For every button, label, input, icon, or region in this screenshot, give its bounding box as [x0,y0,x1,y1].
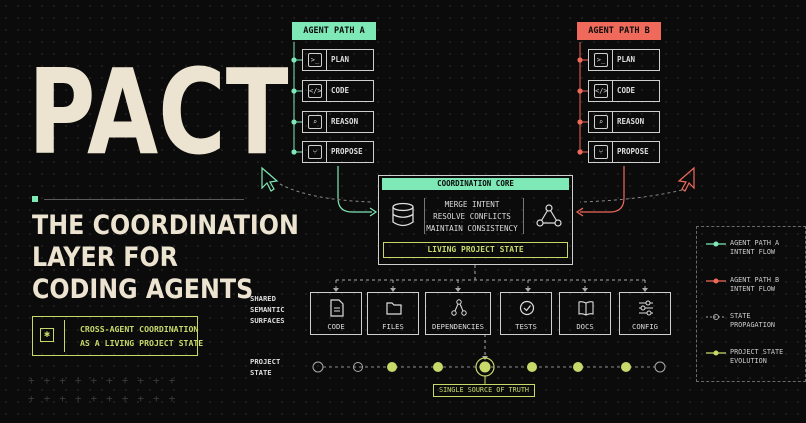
surfaces-label-line-2: SEMANTIC [250,305,285,314]
decorative-plus-grid: ++++++++++++++++++++ [28,374,185,405]
legend-a-line-1: AGENT PATH A [730,239,780,247]
step-label: PROPOSE [331,147,363,156]
agent-a-step-reason[interactable]: ⌕ REASON [302,111,374,133]
legend-s-line-2: PROPAGATION [730,321,776,329]
agent-b-step-reason[interactable]: ⌕ REASON [588,111,660,133]
surfaces-label-line-3: SURFACES [250,316,285,325]
code-icon: </> [594,84,608,98]
step-label: PLAN [331,55,350,64]
surfaces-label-line-1: SHARED [250,294,276,303]
surface-dependencies[interactable]: DEPENDENCIES [425,292,491,335]
terminal-icon: >_ [308,53,322,67]
legend-item-agent-b: AGENT PATH B INTENT FLOW [730,276,779,294]
tagline-divider [64,320,65,352]
timeline-label-line-1: PROJECT [250,357,281,366]
legend-item-evolution: PROJECT STATE EVOLUTION [730,348,783,366]
page-title: PACT [28,43,289,181]
legend-e-line-1: PROJECT STATE [730,348,784,356]
step-label: REASON [617,117,645,126]
legend-b-line-1: AGENT PATH B [730,276,780,284]
database-icon [392,202,414,227]
surface-label: CODE [327,322,345,331]
surface-files[interactable]: FILES [367,292,419,335]
surface-docs[interactable]: DOCS [559,292,611,335]
surface-label: FILES [382,322,404,331]
legend-item-agent-a: AGENT PATH A INTENT FLOW [730,239,779,257]
agent-b-title: AGENT PATH B [577,22,661,40]
network-icon [536,204,562,227]
core-line-1: MERGE INTENT [444,200,500,209]
branch-icon: ⑂ [308,145,322,159]
coordination-core [378,175,573,265]
surface-code[interactable]: CODE [310,292,362,335]
agent-b-step-plan[interactable]: >_ PLAN [588,49,660,71]
agent-a-step-code[interactable]: </> CODE [302,80,374,102]
code-icon: </> [308,84,322,98]
core-line-2: RESOLVE CONFLICTS [433,212,511,221]
title-marker [32,196,38,202]
surfaces-label: SHARED SEMANTIC SURFACES [250,293,285,326]
agent-b-step-code[interactable]: </> CODE [588,80,660,102]
agent-a-step-plan[interactable]: >_ PLAN [302,49,374,71]
tagline-line-1: CROSS-AGENT COORDINATION [80,324,199,334]
sparkle-icon: ✱ [40,328,54,342]
legend-a-line-2: INTENT FLOW [730,248,776,256]
branch-icon: ⑂ [594,145,608,159]
living-project-state: LIVING PROJECT STATE [383,242,568,258]
page-subtitle: THE COORDINATION LAYER FOR CODING AGENTS [32,210,299,305]
agent-b-step-propose[interactable]: ⑂ PROPOSE [588,141,660,163]
step-label: REASON [331,117,359,126]
agent-a-title: AGENT PATH A [292,22,376,40]
tagline-line-2: AS A LIVING PROJECT STATE [80,338,204,348]
step-label: PROPOSE [617,147,649,156]
agent-a-step-propose[interactable]: ⑂ PROPOSE [302,141,374,163]
single-source-of-truth: SINGLE SOURCE OF TRUTH [433,384,535,397]
legend-e-line-2: EVOLUTION [730,357,767,365]
surface-tests[interactable]: TESTS [500,292,552,335]
tagline-text: CROSS-AGENT COORDINATION AS A LIVING PRO… [80,322,203,350]
core-functions: MERGE INTENT RESOLVE CONFLICTS MAINTAIN … [422,199,522,235]
core-title: COORDINATION CORE [382,178,569,190]
cursor-b-icon [677,166,695,192]
search-icon: ⌕ [308,115,322,129]
file-icon [330,299,344,317]
legend-s-line-1: STATE [730,312,751,320]
search-icon: ⌕ [594,115,608,129]
step-label: CODE [331,86,350,95]
timeline-label-line-2: STATE [250,368,272,377]
terminal-icon: >_ [594,53,608,67]
surface-config[interactable]: CONFIG [619,292,671,335]
surface-label: CONFIG [632,322,658,331]
core-line-3: MAINTAIN CONSISTENCY [426,224,518,233]
surface-label: DEPENDENCIES [432,322,484,331]
book-icon [578,301,594,316]
folder-icon [386,302,402,315]
step-label: CODE [617,86,636,95]
tagline-box [32,316,198,356]
legend-item-propagation: STATE PROPAGATION [730,312,775,330]
step-label: PLAN [617,55,636,64]
timeline-label: PROJECT STATE [250,356,280,378]
core-divider-left [424,198,425,234]
cursor-a-icon [261,166,279,192]
sliders-icon [639,300,653,316]
title-divider [44,199,244,200]
check-circle-icon [519,300,535,316]
graph-icon [451,299,467,316]
core-divider-right [523,198,524,234]
surface-label: DOCS [576,322,594,331]
legend-b-line-2: INTENT FLOW [730,285,776,293]
surface-label: TESTS [515,322,537,331]
